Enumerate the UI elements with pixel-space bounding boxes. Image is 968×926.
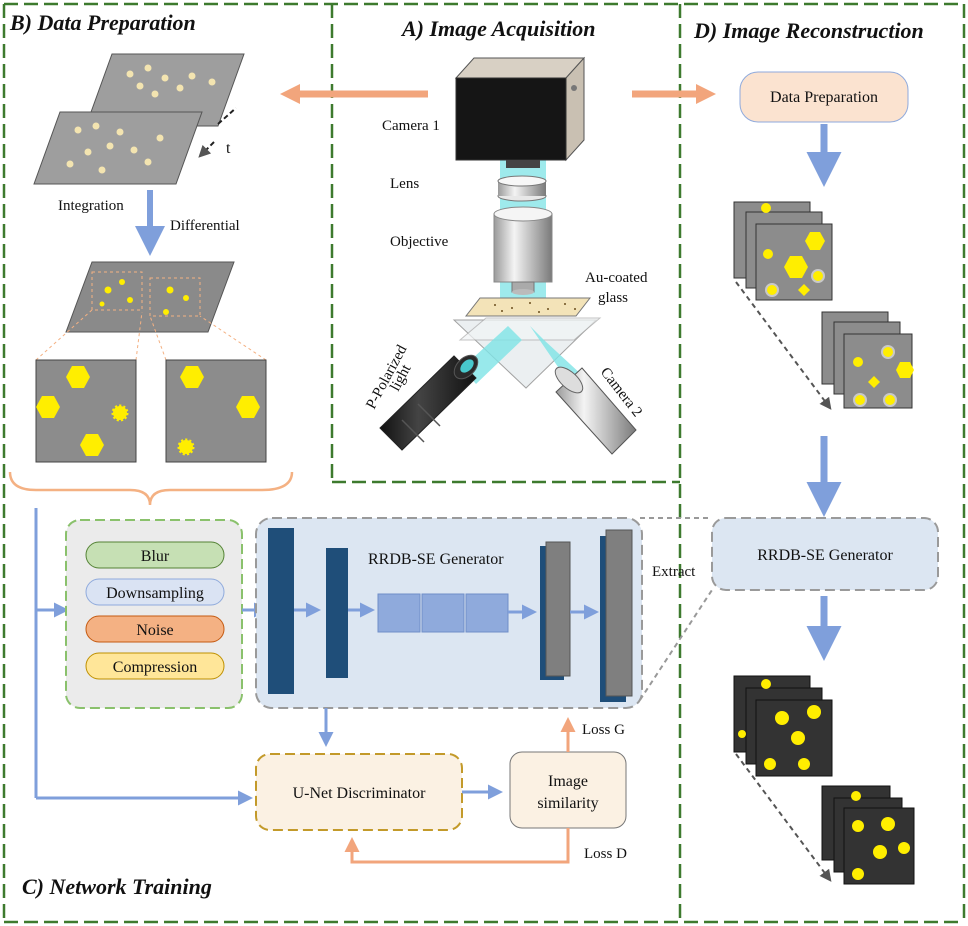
label-t: t — [226, 140, 231, 157]
downsampling-label: Downsampling — [106, 585, 204, 602]
title-data-preparation: B) Data Preparation — [9, 10, 196, 35]
input-stack-1 — [733, 201, 833, 301]
title-image-acquisition: A) Image Acquisition — [400, 16, 596, 41]
label-integration: Integration — [58, 198, 124, 214]
loss-g-label: Loss G — [582, 722, 625, 738]
camera-2-icon — [554, 366, 637, 455]
label-differential: Differential — [170, 218, 240, 234]
frame-front — [33, 111, 203, 185]
recon-generator-box — [711, 517, 939, 591]
discriminator-box — [255, 753, 463, 831]
loss-d-label: Loss D — [584, 846, 627, 862]
gen-layer-4 — [605, 529, 633, 697]
arrow-head-left — [280, 84, 300, 104]
preparation-section: t Integration Differential — [8, 53, 294, 506]
rrdb-block-3 — [465, 593, 509, 633]
label-glass: glass — [598, 290, 628, 306]
gen-layer-2 — [326, 548, 348, 678]
label-camera-1: Camera 1 — [382, 118, 440, 134]
compression-label: Compression — [113, 659, 197, 676]
title-image-reconstruction: D) Image Reconstruction — [693, 18, 924, 43]
objective-icon — [493, 206, 553, 295]
similarity-label-2: similarity — [537, 795, 598, 812]
camera-1-icon — [454, 56, 586, 168]
au-coated-glass-icon — [464, 297, 592, 317]
data-preparation-box — [739, 71, 909, 123]
p-polarized-light-icon — [379, 354, 479, 451]
beam-incident — [462, 326, 522, 384]
noise-pill — [85, 615, 225, 643]
extract-label: Extract — [652, 564, 696, 580]
data-preparation-label: Data Preparation — [770, 89, 878, 106]
recon-generator-label: RRDB-SE Generator — [757, 547, 893, 564]
label-au-coated: Au-coated — [585, 270, 648, 286]
label-lens: Lens — [390, 176, 419, 192]
input-stack-2 — [821, 311, 914, 409]
loss-d-arrow — [344, 828, 570, 864]
label-objective: Objective — [390, 234, 449, 250]
compression-pill — [85, 652, 225, 680]
discriminator-label: U-Net Discriminator — [293, 785, 427, 802]
title-network-training: C) Network Training — [22, 874, 212, 899]
similarity-label-1: Image — [548, 773, 588, 790]
time-arrow — [198, 141, 215, 158]
gen-layer-1 — [268, 528, 294, 694]
acquisition-setup: Camera 1 Lens Objective Au-coated glass … — [280, 56, 716, 455]
downsampling-pill — [85, 578, 225, 606]
rrdb-block-1 — [377, 593, 421, 633]
gen-layer-3 — [545, 541, 571, 677]
similarity-box — [509, 751, 627, 829]
arrow-head-right — [696, 84, 716, 104]
blur-label: Blur — [141, 548, 170, 565]
output-stack-2 — [821, 785, 915, 885]
brace — [8, 471, 294, 506]
blur-pill — [85, 541, 225, 569]
output-stack-1 — [733, 675, 833, 777]
star-particle — [111, 404, 129, 422]
frame-back — [85, 53, 245, 127]
reconstruction-section: Data Preparation — [711, 71, 939, 885]
noise-label: Noise — [136, 622, 173, 639]
training-section: Blur Downsampling Noise Compression RRDB… — [34, 508, 713, 864]
generator-label: RRDB-SE Generator — [368, 551, 504, 568]
lens-icon — [497, 175, 547, 202]
rrdb-block-2 — [421, 593, 465, 633]
